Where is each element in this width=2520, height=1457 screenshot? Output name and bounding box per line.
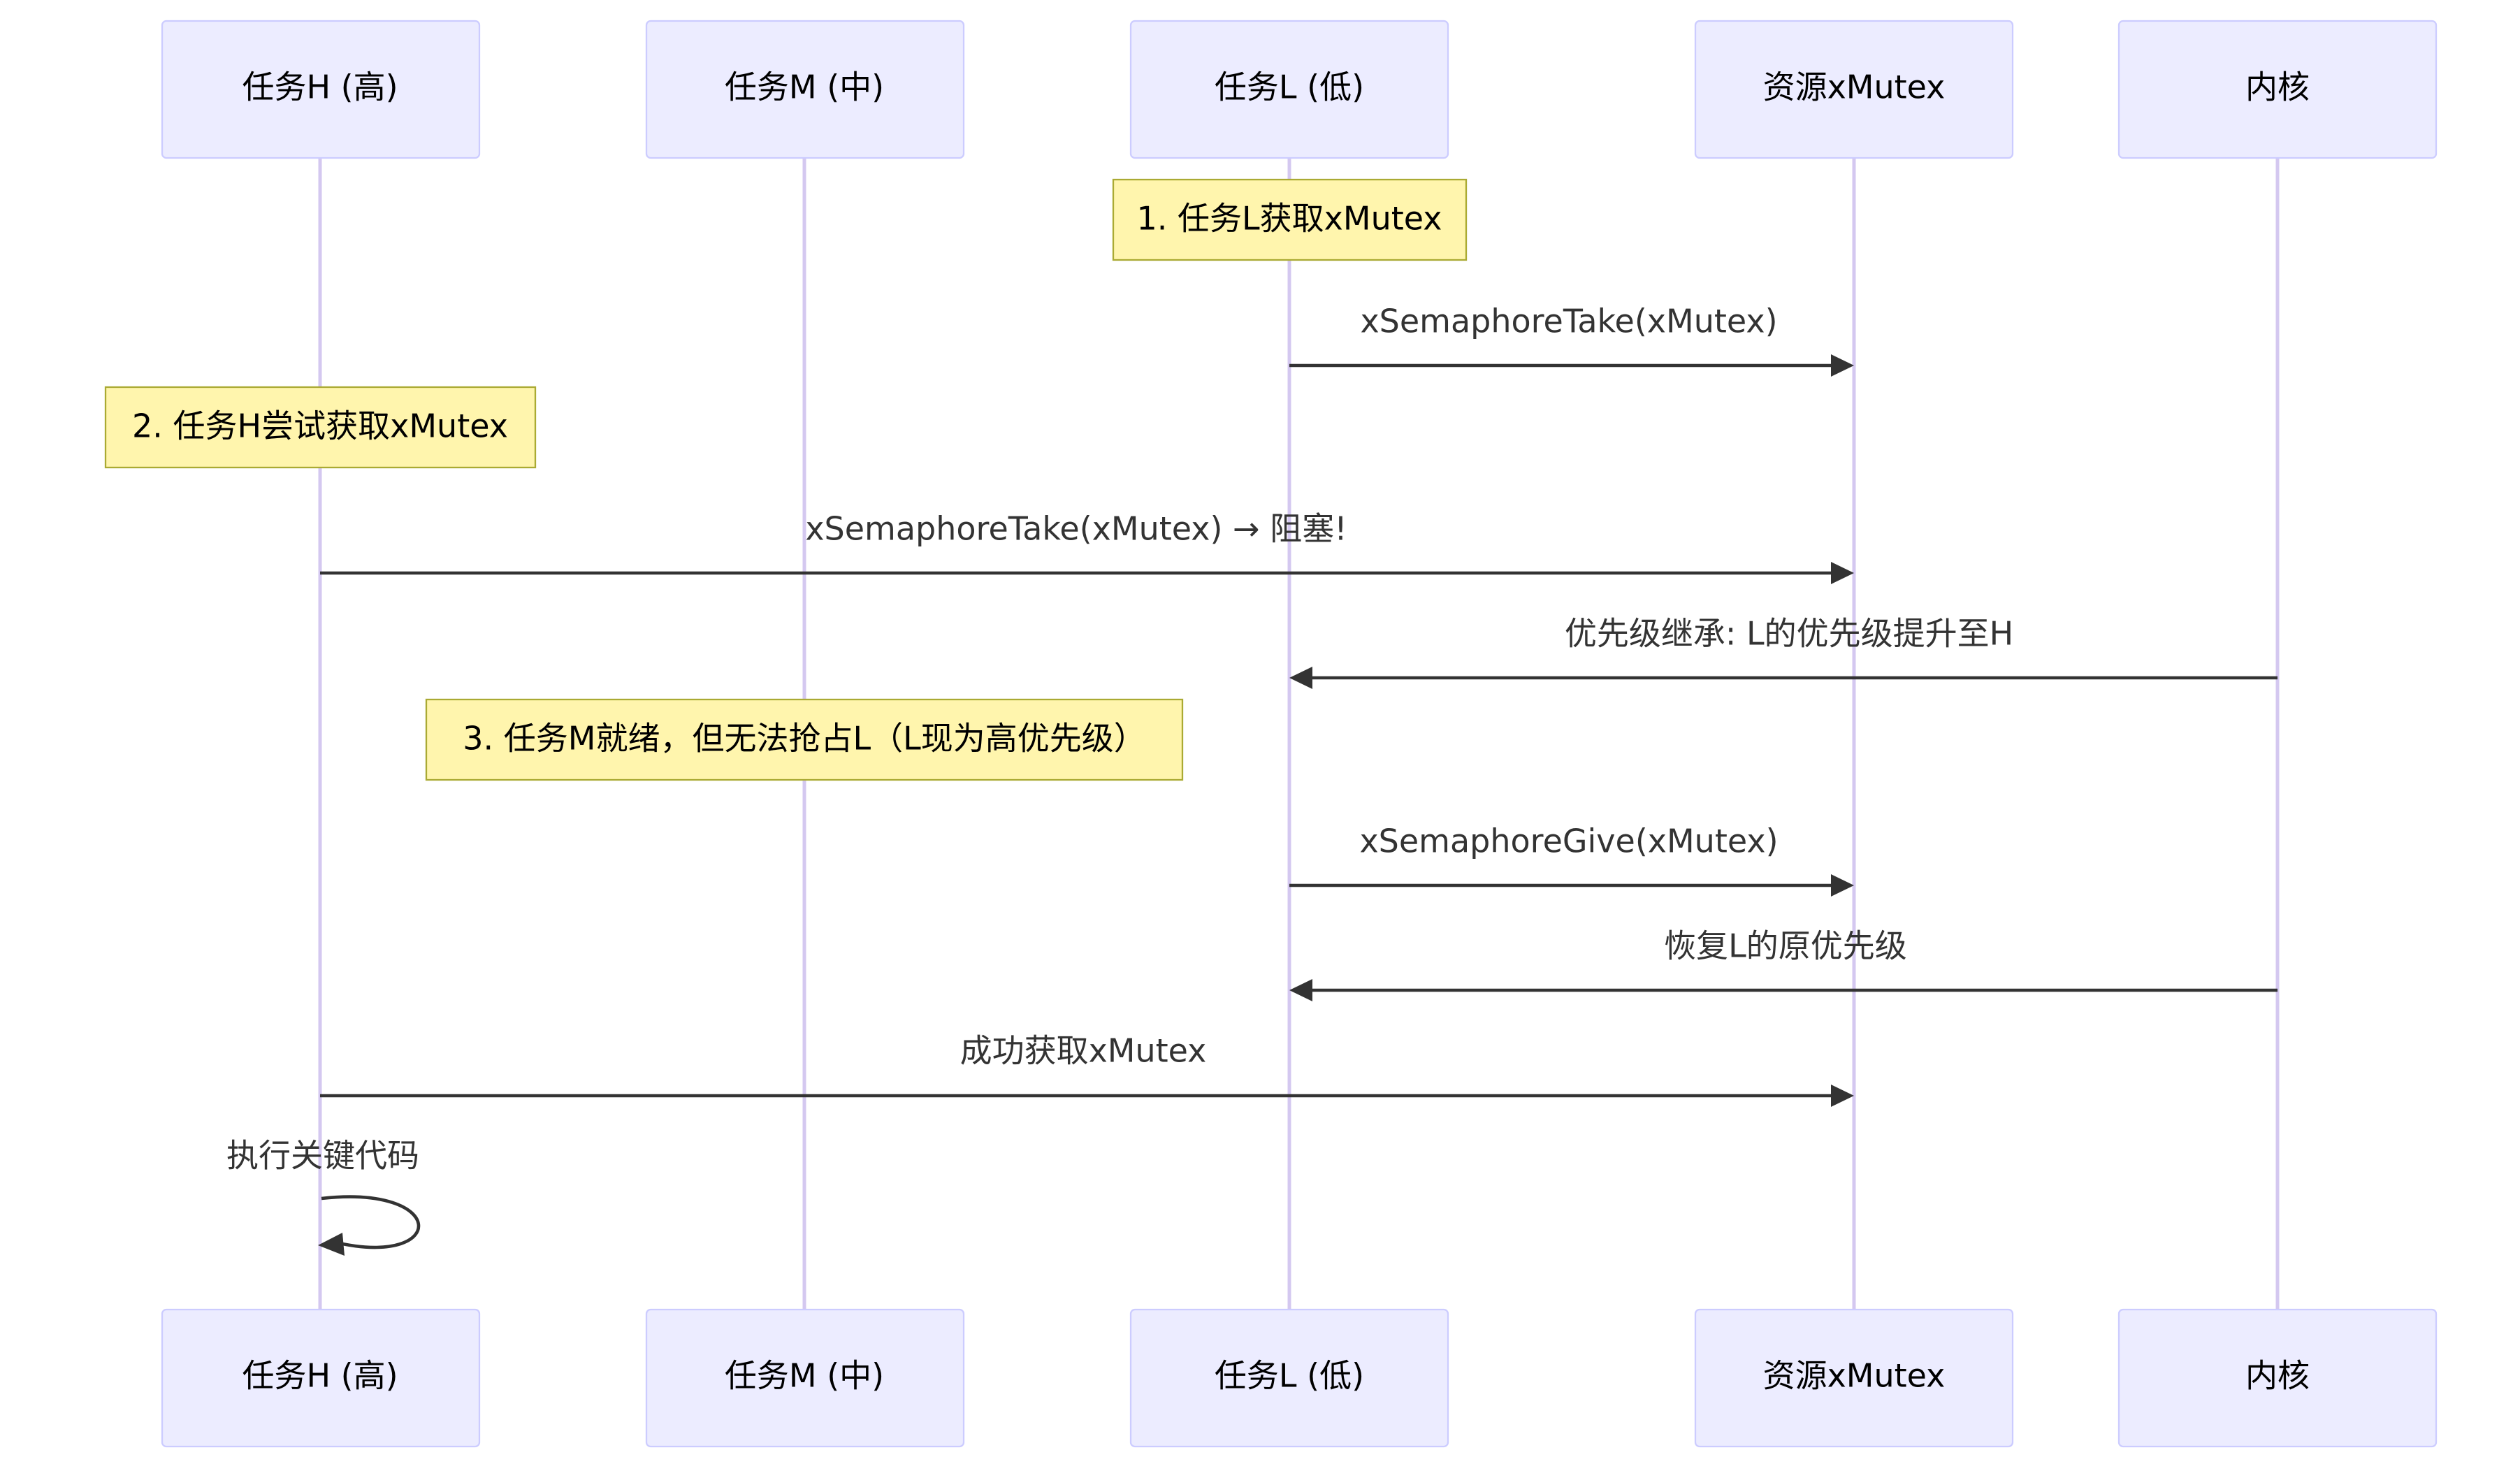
message-label: xSemaphoreTake(xMutex) → 阻塞!: [805, 510, 1347, 548]
actor-bottom-H: 任务H (高): [161, 1308, 481, 1448]
note-text: 3. 任务M就绪，但无法抢占L（L现为高优先级）: [463, 720, 1145, 758]
note-text: 1. 任务L获取xMutex: [1137, 200, 1442, 238]
message-label: 执行关键代码: [226, 1137, 419, 1175]
actor-bottom-M: 任务M (中): [645, 1308, 965, 1448]
actor-label: 任务M (中): [725, 1357, 884, 1395]
message-1: xSemaphoreTake(xMutex): [1289, 303, 1854, 377]
message-label: 成功获取xMutex: [960, 1032, 1207, 1070]
actor-top-H: 任务H (高): [161, 20, 481, 159]
actor-top-M: 任务M (中): [645, 20, 965, 159]
actor-label: 任务M (中): [725, 68, 884, 106]
note-3: 3. 任务M就绪，但无法抢占L（L现为高优先级）: [425, 698, 1184, 781]
arrowhead: [1289, 979, 1312, 1001]
actor-top-K: 内核: [2117, 20, 2438, 159]
actor-bottom-X: 资源xMutex: [1694, 1308, 2014, 1448]
arrowhead: [1289, 667, 1312, 689]
arrowhead: [1831, 354, 1854, 377]
message-5: 恢复L的原优先级: [1289, 927, 2278, 1001]
message-2: xSemaphoreTake(xMutex) → 阻塞!: [320, 510, 1854, 584]
arrowhead: [1831, 874, 1854, 897]
actor-label: 任务H (高): [242, 68, 398, 106]
actor-top-X: 资源xMutex: [1694, 20, 2014, 159]
arrowhead: [1831, 1085, 1854, 1107]
actor-top-L: 任务L (低): [1129, 20, 1449, 159]
message-6: 成功获取xMutex: [320, 1032, 1854, 1107]
note-2: 2. 任务H尝试获取xMutex: [104, 386, 537, 469]
actor-label: 任务H (高): [242, 1357, 398, 1395]
note-text: 2. 任务H尝试获取xMutex: [132, 407, 508, 445]
actor-bottom-L: 任务L (低): [1129, 1308, 1449, 1448]
actor-bottom-K: 内核: [2117, 1308, 2438, 1448]
arrowhead: [318, 1233, 345, 1256]
actor-label: 资源xMutex: [1763, 68, 1946, 106]
message-4: xSemaphoreGive(xMutex): [1289, 822, 1854, 897]
message-7-self: 执行关键代码: [226, 1137, 421, 1256]
actor-label: 任务L (低): [1215, 68, 1364, 106]
actor-label: 资源xMutex: [1763, 1357, 1946, 1395]
actor-label: 任务L (低): [1215, 1357, 1364, 1395]
message-label: xSemaphoreGive(xMutex): [1359, 822, 1778, 860]
arrowhead: [1831, 562, 1854, 584]
actor-label: 内核: [2245, 68, 2310, 106]
actor-label: 内核: [2245, 1357, 2310, 1395]
message-3: 优先级继承: L的优先级提升至H: [1289, 615, 2278, 689]
message-label: 恢复L的原优先级: [1664, 927, 1907, 965]
message-label: 优先级继承: L的优先级提升至H: [1565, 615, 2013, 653]
note-1: 1. 任务L获取xMutex: [1112, 178, 1468, 261]
message-label: xSemaphoreTake(xMutex): [1360, 303, 1777, 340]
